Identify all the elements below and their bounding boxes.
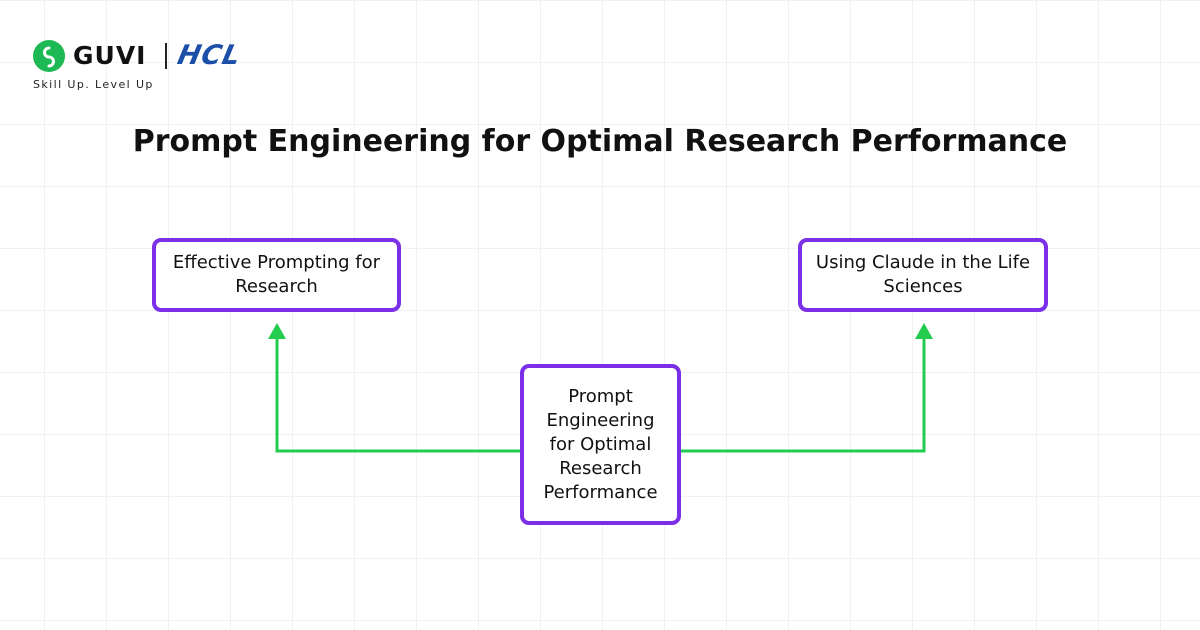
brand-header: GUVI HCL Skill Up. Level Up	[33, 38, 333, 98]
center-node-label: Prompt Engineering for Optimal Research …	[543, 385, 658, 503]
connector-left	[275, 336, 520, 453]
arrowhead-right-icon	[915, 323, 933, 339]
center-node: Prompt Engineering for Optimal Research …	[520, 364, 681, 525]
guvi-logo-icon	[33, 40, 65, 72]
child-node-effective-prompting: Effective Prompting for Research	[152, 238, 401, 312]
brand-tagline: Skill Up. Level Up	[33, 78, 154, 91]
arrowhead-left-icon	[268, 323, 286, 339]
child-node-label: Effective Prompting for Research	[172, 252, 381, 297]
brand-divider	[165, 43, 167, 69]
child-node-claude-life-sciences: Using Claude in the Life Sciences	[798, 238, 1048, 312]
child-node-label: Using Claude in the Life Sciences	[815, 252, 1031, 297]
connector-right	[681, 336, 926, 453]
page-title: Prompt Engineering for Optimal Research …	[132, 124, 1068, 159]
guvi-wordmark: GUVI	[73, 41, 147, 70]
